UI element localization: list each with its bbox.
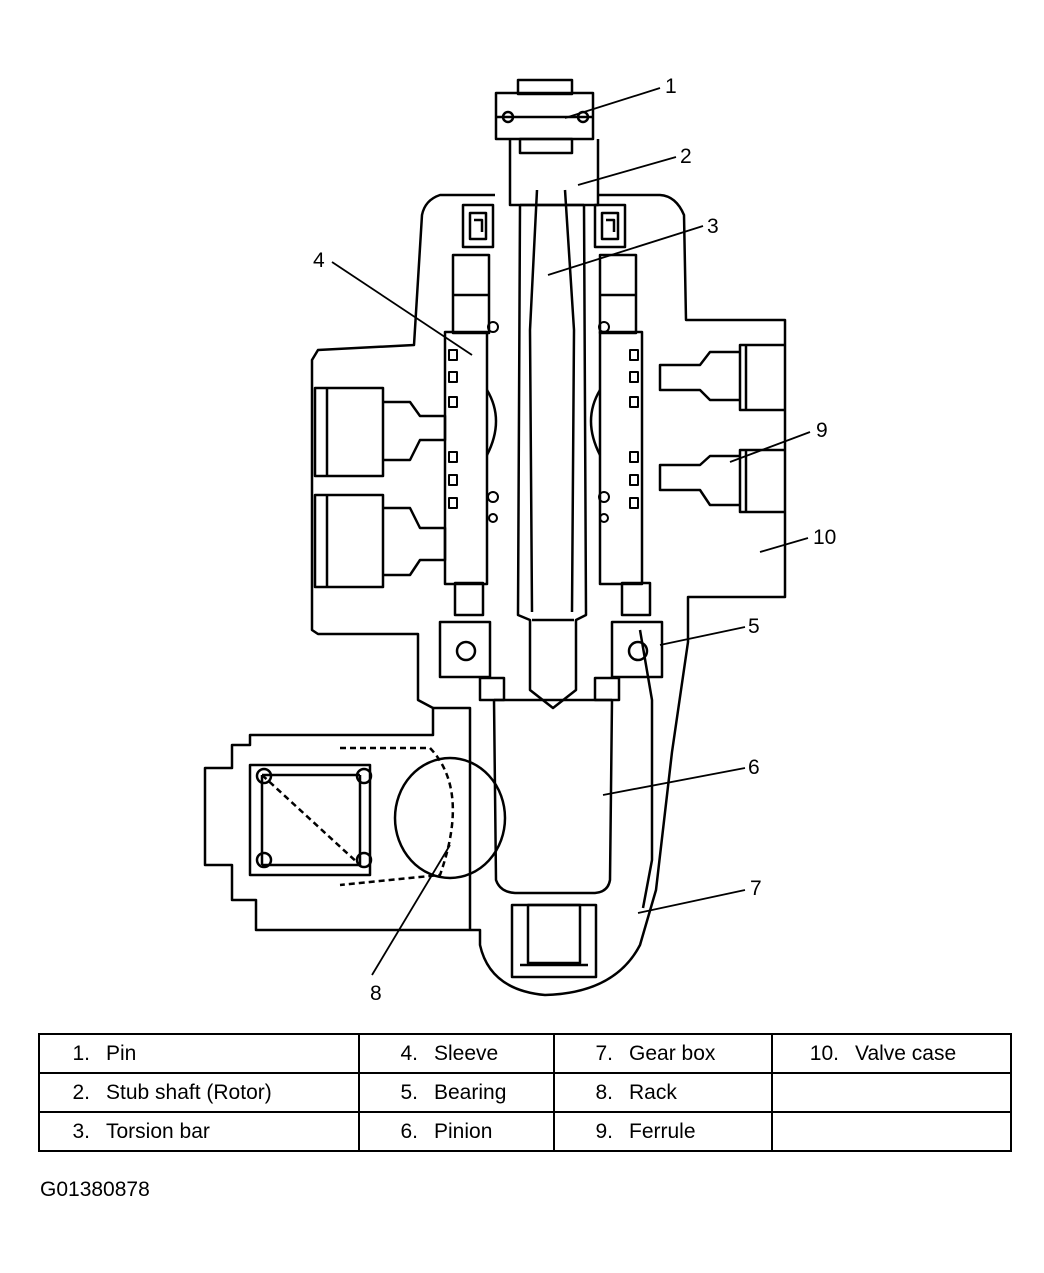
legend-text: Pinion xyxy=(434,1119,493,1143)
legend-cell: 7. Gear box xyxy=(553,1033,773,1074)
legend-num: 8. xyxy=(595,1080,613,1104)
sleeve xyxy=(443,253,644,586)
callout-2: 2 xyxy=(680,145,692,168)
legend-cell: 5. Bearing xyxy=(358,1072,555,1113)
legend-num: 2. xyxy=(72,1080,90,1104)
legend-text: Ferrule xyxy=(629,1119,696,1143)
legend-cell xyxy=(771,1072,1012,1113)
callout-8: 8 xyxy=(370,982,382,1005)
left-port-upper xyxy=(313,386,447,478)
right-port-upper xyxy=(658,343,785,412)
legend-row: 3. Torsion bar 6. Pinion 9. Ferrule xyxy=(38,1111,1012,1152)
pinion-end-cap xyxy=(510,903,598,979)
legend-num: 4. xyxy=(400,1041,418,1065)
callout-7: 7 xyxy=(750,877,762,900)
torsion-bar-shaft xyxy=(516,189,588,710)
legend-cell xyxy=(771,1111,1012,1152)
legend-row: 1. Pin 4. Sleeve 7. Gear box 10. Valve case xyxy=(38,1033,1012,1074)
legend-text: Pin xyxy=(106,1041,137,1065)
rack-housing xyxy=(248,746,455,887)
top-seals xyxy=(453,203,652,617)
bearings xyxy=(438,620,664,679)
callout-1: 1 xyxy=(665,75,677,98)
valve-case-outline xyxy=(203,193,787,997)
legend-text: Sleeve xyxy=(434,1041,499,1065)
right-port-lower xyxy=(658,448,785,514)
valve-case-inner-left xyxy=(433,706,472,930)
callout-4: 4 xyxy=(313,249,325,272)
legend-num: 7. xyxy=(595,1041,613,1065)
legend-text: Valve case xyxy=(855,1041,957,1065)
legend-text: Gear box xyxy=(629,1041,716,1065)
legend-cell: 9. Ferrule xyxy=(553,1111,773,1152)
legend-num: 9. xyxy=(595,1119,613,1143)
parts-legend-table: 1.Pin 4.Sleeve 7.Gear box 10.Valve case … xyxy=(38,1033,1012,1152)
left-port-lower xyxy=(313,493,447,589)
legend-cell: 6. Pinion xyxy=(358,1111,555,1152)
legend-cell: 8. Rack xyxy=(553,1072,773,1113)
rack xyxy=(393,756,507,880)
figure-id: G01380878 xyxy=(40,1178,150,1201)
legend-text: Bearing xyxy=(434,1080,507,1104)
callout-5: 5 xyxy=(748,615,760,638)
legend-num: 5. xyxy=(400,1080,418,1104)
legend-row: 2. Stub shaft (Rotor) 5. Bearing 8. Rack xyxy=(38,1072,1012,1113)
callout-9: 9 xyxy=(816,419,828,442)
callout-3: 3 xyxy=(707,215,719,238)
legend-num: 3. xyxy=(72,1119,90,1143)
legend-text: Rack xyxy=(629,1080,677,1104)
valve-case-inner-right xyxy=(638,629,654,909)
steering-gear-cross-section-diagram: 1 2 3 4 5 6 7 8 9 10 xyxy=(203,75,836,1005)
callout-10: 10 xyxy=(813,526,836,549)
callout-6: 6 xyxy=(748,756,760,779)
legend-cell: 10. Valve case xyxy=(771,1033,1012,1074)
pinion xyxy=(478,676,621,895)
leader-lines xyxy=(331,87,811,976)
stub-shaft-top xyxy=(494,78,600,207)
sleeve-rings xyxy=(448,321,639,523)
legend-num: 1. xyxy=(72,1041,90,1065)
legend-num: 6. xyxy=(400,1119,418,1143)
legend-cell: 4. Sleeve xyxy=(358,1033,555,1074)
legend-num: 10. xyxy=(809,1041,839,1065)
legend-text: Torsion bar xyxy=(106,1119,210,1143)
legend-cell: 2. Stub shaft (Rotor) xyxy=(38,1072,360,1113)
legend-cell: 1. Pin xyxy=(38,1033,360,1074)
legend-text: Stub shaft (Rotor) xyxy=(106,1080,272,1104)
legend-cell: 3. Torsion bar xyxy=(38,1111,360,1152)
